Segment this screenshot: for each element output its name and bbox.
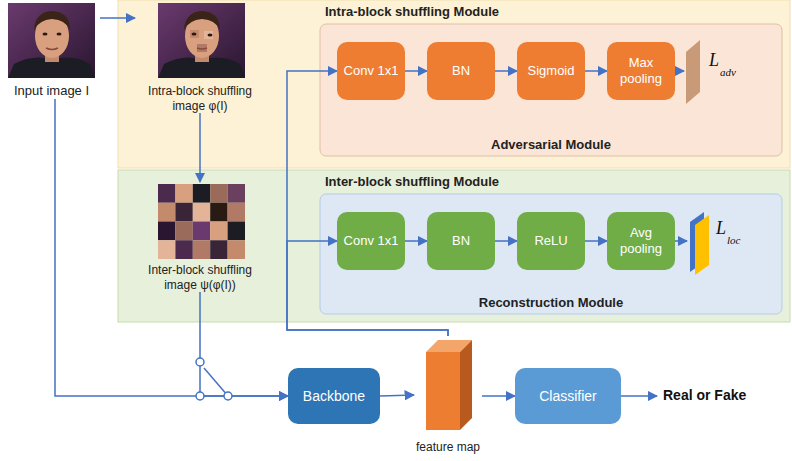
loss-symbol: L	[716, 218, 726, 239]
box-label: BN	[452, 233, 470, 249]
feature-map: feature map	[414, 336, 482, 454]
process-box: Conv 1x1	[337, 212, 405, 270]
image-thumbnail: Inter-block shuffling image ψ(φ(I))	[135, 182, 265, 292]
flow-arrow	[585, 240, 607, 242]
image-caption: Input image I	[14, 83, 89, 99]
loss-subscript: loc	[727, 234, 740, 246]
flow-arrow	[380, 395, 414, 396]
module-panel: Inter-block shuffling ModuleInter-block …	[118, 170, 790, 322]
panel-background	[118, 170, 790, 322]
flow-arrow	[585, 70, 607, 72]
box-label: BN	[452, 63, 470, 79]
classifier-box: Classifier	[515, 368, 621, 424]
panel-background	[118, 0, 790, 168]
module-box: Adversarial Module Conv 1x1 BN Sigmoid Max p…	[320, 24, 782, 156]
box-label: ReLU	[534, 233, 567, 249]
flow-arrow	[495, 240, 517, 242]
image-caption: feature map	[416, 440, 480, 454]
inter-shuffled-photo	[158, 184, 245, 259]
image-caption: Intra-block shuffling image φ(I)	[135, 84, 265, 113]
box-label: Conv 1x1	[344, 63, 399, 79]
process-box: Max pooling	[607, 42, 675, 100]
module-background	[320, 194, 782, 314]
box-label: Conv 1x1	[344, 233, 399, 249]
process-box: ReLU	[517, 212, 585, 270]
loss-symbol: L	[709, 50, 719, 71]
flow-arrow	[100, 17, 135, 19]
panel-title: Inter-block shuffling Module	[325, 174, 499, 189]
box-label: Sigmoid	[528, 63, 575, 79]
module-title: Adversarial Module	[320, 137, 782, 152]
flow-arrow	[199, 113, 201, 182]
process-box: BN	[427, 212, 495, 270]
process-box: Conv 1x1	[337, 42, 405, 100]
process-box: BN	[427, 42, 495, 100]
box-label: Max pooling	[611, 55, 671, 86]
intra-shuffled-photo	[158, 3, 245, 78]
image-thumbnail: Intra-block shuffling image φ(I)	[135, 3, 265, 113]
flow-arrow	[287, 71, 448, 336]
result-arrow	[621, 396, 657, 397]
adversarial-output	[675, 40, 700, 104]
box-label: Classifier	[539, 388, 597, 405]
flow-arrow	[405, 70, 427, 72]
flow-arrow	[495, 70, 517, 72]
image-caption: Inter-block shuffling image ψ(φ(I))	[135, 263, 265, 292]
module-panel: Intra-block shuffling ModuleIntra-block …	[118, 0, 790, 168]
output-label: Real or Fake	[663, 387, 746, 403]
input-image: Input image I	[3, 3, 100, 99]
module-background	[320, 24, 782, 156]
flow-arrow	[405, 240, 427, 242]
module-box: Reconstruction Module Conv 1x1 BN ReLU Avg p…	[320, 194, 782, 314]
flow-arrow	[200, 292, 288, 396]
flow-arrow	[55, 99, 288, 396]
feature-map-block	[426, 340, 472, 430]
reconstruction-output	[675, 212, 709, 275]
panel-title: Intra-block shuffling Module	[325, 4, 499, 19]
process-box: Sigmoid	[517, 42, 585, 100]
loss-subscript: adv	[720, 66, 736, 78]
box-label: Avg pooling	[611, 225, 671, 256]
module-title: Reconstruction Module	[320, 295, 782, 310]
input-photo	[8, 3, 95, 78]
flow-arrow	[482, 395, 515, 397]
box-label: Backbone	[303, 388, 365, 405]
process-box: Avg pooling	[607, 212, 675, 270]
backbone-box: Backbone	[288, 368, 380, 424]
